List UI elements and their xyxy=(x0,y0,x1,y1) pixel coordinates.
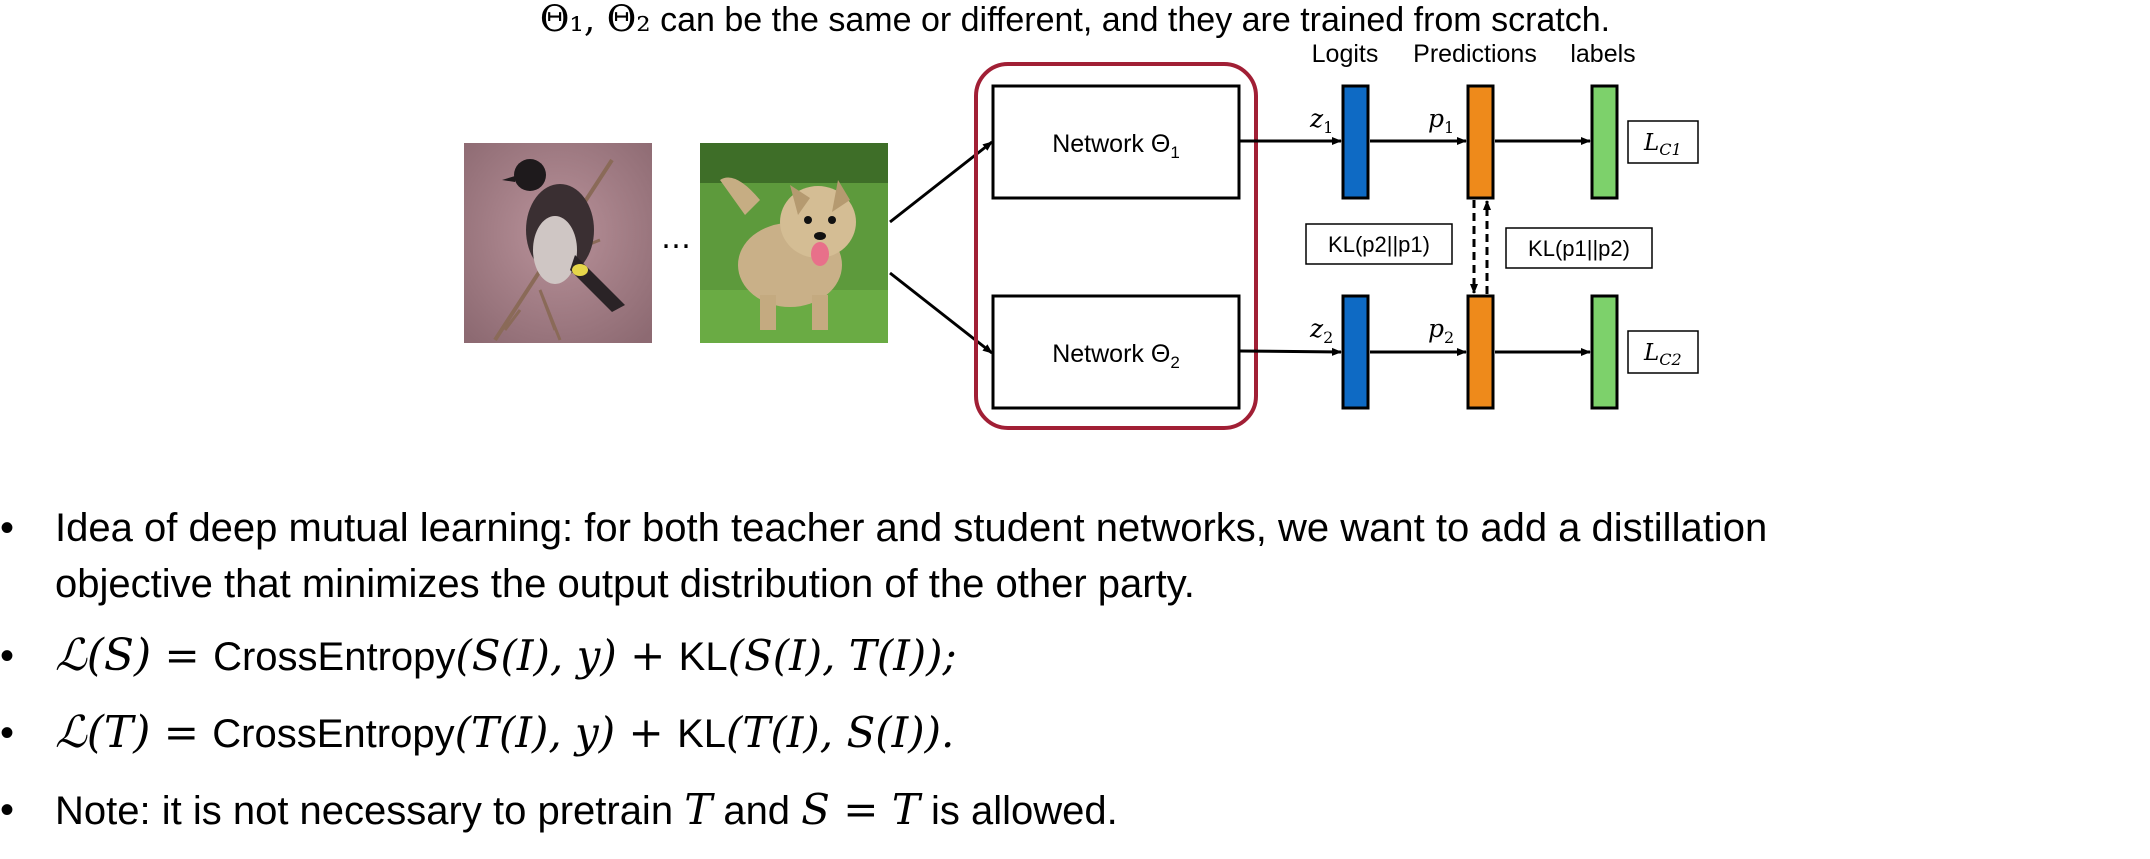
loss-t-kl-args: (T(I), S(I)). xyxy=(726,708,955,757)
mutual-learning-diagram: Logits Predictions labels … xyxy=(464,40,1699,430)
bullet-dot: • xyxy=(0,788,15,832)
loss-c1-box xyxy=(1627,120,1699,164)
bullet-dot: • xyxy=(0,506,15,550)
loss-s-kl: KL xyxy=(678,635,728,679)
loss-s-symbol: ℒ(S) xyxy=(55,630,152,681)
arrow-network2-logit2 xyxy=(1239,347,1342,356)
loss-t-ce-args: (T(I), y) xyxy=(454,708,616,757)
loss-t-equals: = xyxy=(150,708,213,757)
prediction-bar-1 xyxy=(1466,84,1495,200)
label-bar-1 xyxy=(1590,84,1619,200)
p2-label: p2 xyxy=(1428,314,1454,347)
note-t: T xyxy=(684,785,713,834)
bullet-loss-t: • ℒ(T) = CrossEntropy(T(I), y) + KL(T(I)… xyxy=(0,705,2150,762)
note-mid: and xyxy=(712,789,802,833)
p1-label: p1 xyxy=(1428,104,1454,137)
loss-c2-box xyxy=(1627,330,1699,374)
bullet-note: • Note: it is not necessary to pretrain … xyxy=(0,782,2150,839)
loss-s-equals: = xyxy=(151,631,214,680)
network1-label: Network Θ1 xyxy=(1052,130,1180,162)
note-post: is allowed. xyxy=(919,789,1118,833)
diagram-caption: Θ₁, Θ₂ can be the same or different, and… xyxy=(0,0,2150,40)
caption-math: Θ₁, Θ₂ xyxy=(539,0,651,40)
network2-label: Network Θ2 xyxy=(1052,340,1180,372)
z2-label: z2 xyxy=(1309,314,1333,347)
loss-t-ce: CrossEntropy xyxy=(212,712,455,756)
loss-t-kl: KL xyxy=(677,712,727,756)
prediction-bar-2 xyxy=(1466,294,1495,410)
dog-image xyxy=(700,143,888,343)
header-labels: labels xyxy=(1570,40,1635,68)
label-bar-2 xyxy=(1590,294,1619,410)
network1-box xyxy=(991,84,1241,200)
bullet-dot: • xyxy=(0,634,15,678)
networks-frame xyxy=(974,62,1258,430)
loss-s-ce-args: (S(I), y) xyxy=(455,631,617,680)
bullet-dot: • xyxy=(0,711,15,755)
loss-c1-label: LC1 xyxy=(1643,130,1682,159)
logit-bar-1 xyxy=(1341,84,1370,200)
bird-image xyxy=(464,143,652,343)
note-eqn: S = T xyxy=(801,785,920,834)
image-ellipsis: … xyxy=(661,221,691,256)
loss-s-ce: CrossEntropy xyxy=(213,635,456,679)
loss-c2-label: LC2 xyxy=(1643,340,1682,369)
caption-text: can be the same or different, and they a… xyxy=(650,1,1611,39)
header-predictions: Predictions xyxy=(1413,40,1537,68)
bullet-idea-line1: Idea of deep mutual learning: for both t… xyxy=(55,506,1768,550)
bullet-loss-s: • ℒ(S) = CrossEntropy(S(I), y) + KL(S(I)… xyxy=(0,628,2150,685)
bullet-idea-line2: objective that minimizes the output dist… xyxy=(55,562,1195,606)
loss-s-plus: + xyxy=(616,631,679,680)
kl-left-box xyxy=(1305,223,1453,265)
logit-bar-2 xyxy=(1341,294,1370,410)
kl-left-label: KL(p2||p1) xyxy=(1328,232,1430,257)
loss-t-plus: + xyxy=(615,708,678,757)
network2-box xyxy=(991,294,1241,410)
loss-s-kl-args: (S(I), T(I)); xyxy=(727,631,957,680)
z1-label: z1 xyxy=(1309,104,1333,137)
note-pre: Note: it is not necessary to pretrain xyxy=(55,789,685,833)
bullet-idea: • Idea of deep mutual learning: for both… xyxy=(0,500,2150,612)
bullet-list: • Idea of deep mutual learning: for both… xyxy=(0,500,2150,859)
kl-right-box xyxy=(1505,227,1653,269)
loss-t-symbol: ℒ(T) xyxy=(55,707,151,758)
kl-right-label: KL(p1||p2) xyxy=(1528,236,1630,261)
header-logits: Logits xyxy=(1312,40,1379,68)
